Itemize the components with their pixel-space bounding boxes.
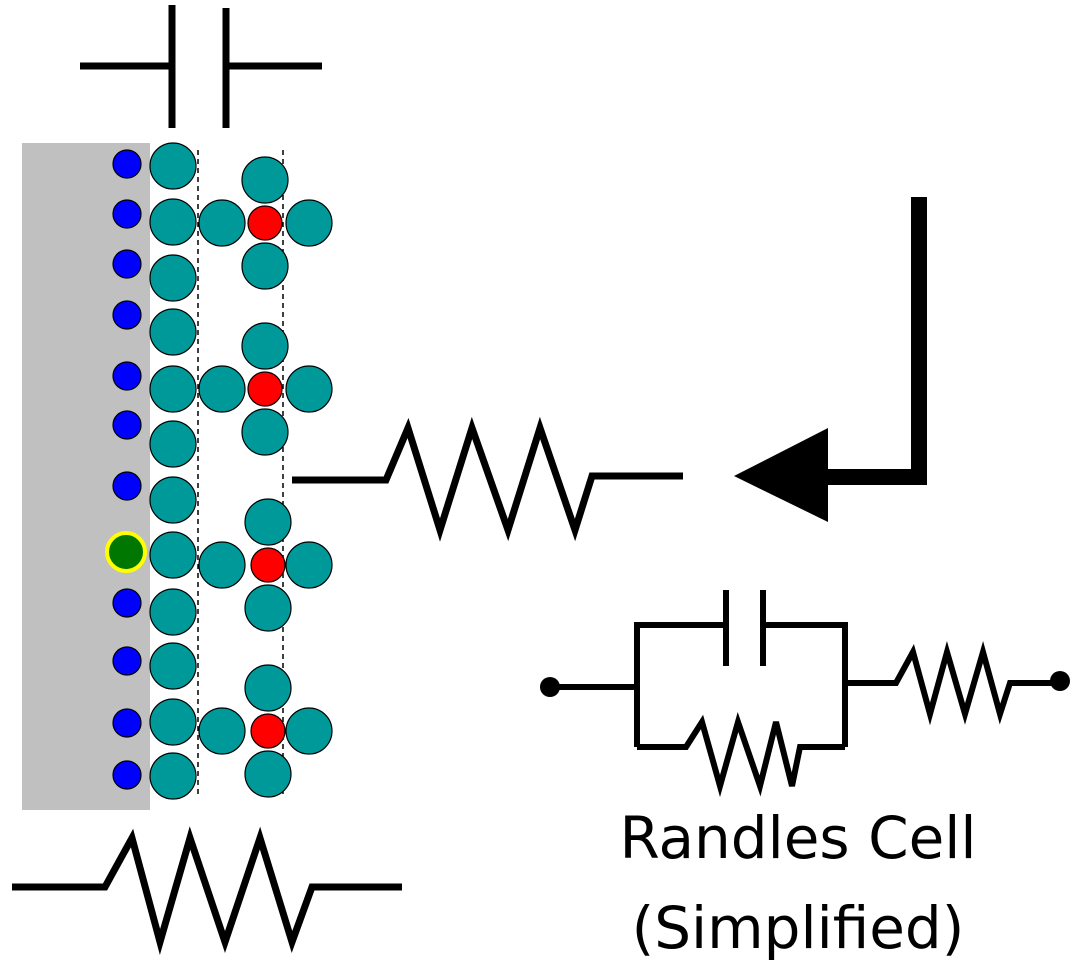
solvation-shell-molecule xyxy=(198,707,246,755)
solvent-molecule xyxy=(149,588,197,636)
solvation-shell-molecule xyxy=(198,541,246,589)
solvated-ions xyxy=(198,156,333,798)
solvated-ion xyxy=(250,713,286,749)
surface-charge-ion xyxy=(112,471,142,501)
solvated-ion xyxy=(247,205,283,241)
surface-charge-ion xyxy=(112,149,142,179)
surface-charge-ion xyxy=(112,588,142,618)
solvent-molecule xyxy=(149,198,197,246)
surface-charge-ion xyxy=(112,760,142,790)
left-pointing-bent-arrow-icon xyxy=(734,197,927,522)
solvation-shell-molecule xyxy=(241,242,289,290)
solvation-shell-molecule xyxy=(244,664,292,712)
solvation-shell-molecule xyxy=(198,199,246,247)
caption-title: Randles Cell xyxy=(619,804,976,872)
surface-charge-ion xyxy=(112,646,142,676)
solvent-molecule xyxy=(149,254,197,302)
solvent-molecule xyxy=(149,365,197,413)
solvation-shell-molecule xyxy=(241,156,289,204)
solvent-molecule xyxy=(149,531,197,579)
solvated-ion xyxy=(247,371,283,407)
solvation-shell-molecule xyxy=(285,707,333,755)
randles-circuit xyxy=(540,590,1070,798)
double-layer-capacitor-icon xyxy=(80,5,322,128)
surface-charge-ion xyxy=(112,199,142,229)
solution-resistor-icon xyxy=(292,416,683,542)
caption-subtitle: (Simplified) xyxy=(632,894,965,961)
surface-charge-ion xyxy=(112,410,142,440)
solvation-shell-molecule xyxy=(241,408,289,456)
solvent-molecule xyxy=(149,308,197,356)
solvation-shell-molecule xyxy=(285,365,333,413)
surface-charge-ion xyxy=(112,361,142,391)
circuit-series-resistor-icon xyxy=(845,640,1060,726)
solvent-molecule xyxy=(149,142,197,190)
right-terminal xyxy=(1050,671,1070,691)
solvent-molecule xyxy=(149,420,197,468)
solvent-layer xyxy=(149,142,197,800)
solvation-shell-molecule xyxy=(241,322,289,370)
surface-charge-ion xyxy=(112,249,142,279)
solvent-molecule xyxy=(149,698,197,746)
surface-charges xyxy=(112,149,142,790)
charge-transfer-resistor-icon xyxy=(12,826,402,956)
solvent-molecule xyxy=(149,642,197,690)
solvation-shell-molecule xyxy=(244,498,292,546)
solvent-molecule xyxy=(149,752,197,800)
solvation-shell-molecule xyxy=(285,541,333,589)
adsorbed-ion xyxy=(105,531,147,573)
solvation-shell-molecule xyxy=(244,584,292,632)
surface-charge-ion xyxy=(112,708,142,738)
circuit-parallel-resistor-icon xyxy=(637,711,845,798)
solvent-molecule xyxy=(149,476,197,524)
solvation-shell-molecule xyxy=(198,365,246,413)
solvated-ion xyxy=(250,547,286,583)
solvation-shell-molecule xyxy=(244,750,292,798)
surface-charge-ion xyxy=(112,300,142,330)
solvation-shell-molecule xyxy=(285,199,333,247)
